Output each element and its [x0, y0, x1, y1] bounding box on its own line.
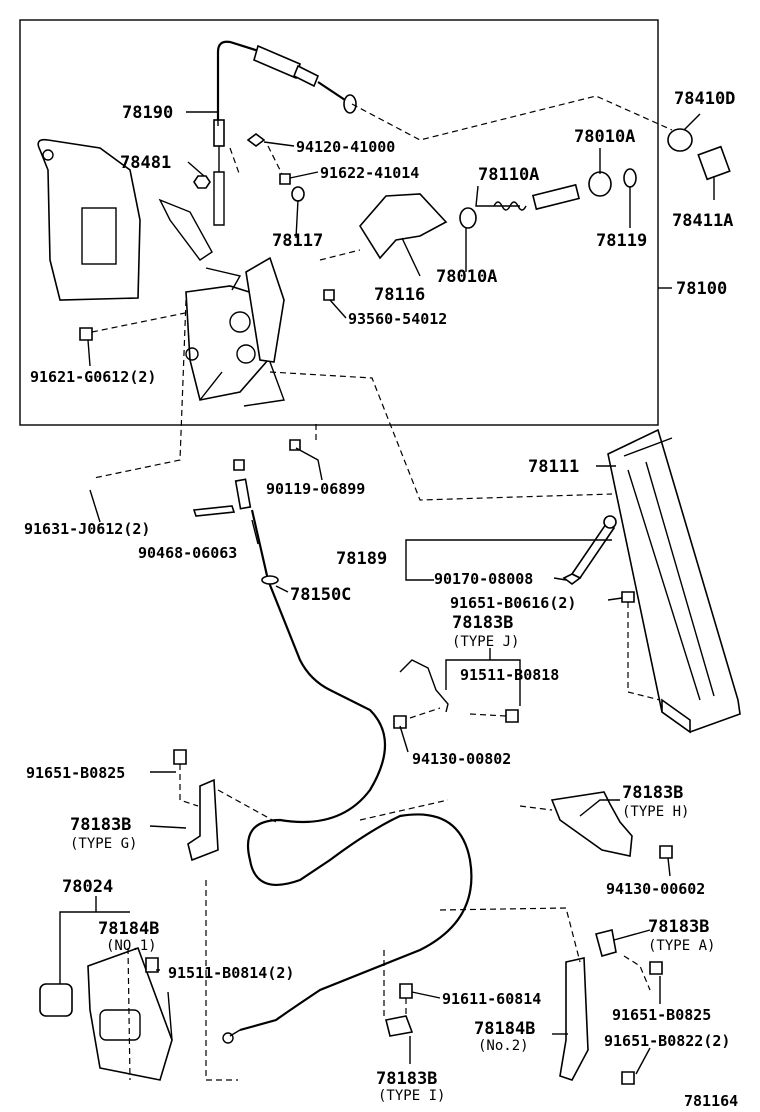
cable-78190-drawing — [213, 40, 357, 226]
label-78183B-type-a: 78183B — [648, 917, 709, 937]
label-91622-41014: 91622-41014 — [320, 164, 419, 182]
label-type-i: (TYPE I) — [378, 1088, 445, 1104]
label-78190: 78190 — [122, 103, 173, 123]
label-type-h: (TYPE H) — [622, 804, 689, 820]
label-78116: 78116 — [374, 285, 425, 305]
label-93560-54012: 93560-54012 — [348, 310, 447, 328]
accelerator-pedal-drawing — [607, 428, 741, 734]
brackets-lower-right-drawing — [383, 907, 663, 1085]
label-78410D: 78410D — [674, 89, 735, 109]
pedal-lever-assembly-drawing — [158, 198, 285, 407]
label-78481: 78481 — [120, 153, 171, 173]
label-no1: (NO.1) — [106, 938, 157, 954]
brackets-g-h-drawing — [173, 749, 673, 862]
label-90119-06899: 90119-06899 — [266, 480, 365, 498]
fasteners-upper-drawing — [79, 133, 335, 341]
label-78183B-type-j: 78183B — [452, 613, 513, 633]
label-no2: (No.2) — [478, 1038, 529, 1054]
reference-lines-upper — [91, 95, 673, 501]
clip-type-j-drawing — [393, 659, 519, 729]
label-78184B-no2: 78184B — [474, 1019, 535, 1039]
label-78411A: 78411A — [672, 211, 733, 231]
label-78189: 78189 — [336, 549, 387, 569]
cable-78150C-drawing — [192, 439, 473, 1044]
leader-lines — [59, 111, 715, 1075]
label-94130-00602: 94130-00602 — [606, 880, 705, 898]
label-type-g: (TYPE G) — [70, 836, 137, 852]
label-type-a: (TYPE A) — [648, 938, 715, 954]
label-91621-G0612: 91621-G0612(2) — [30, 368, 156, 386]
label-78100: 78100 — [676, 279, 727, 299]
label-78024: 78024 — [62, 877, 113, 897]
label-91651-B0822: 91651-B0822(2) — [604, 1032, 730, 1050]
label-78184B-no1: 78184B — [98, 919, 159, 939]
label-78183B-type-i: 78183B — [376, 1069, 437, 1089]
label-94120-41000: 94120-41000 — [296, 138, 395, 156]
label-78111: 78111 — [528, 457, 579, 477]
label-78119: 78119 — [596, 231, 647, 251]
label-78117: 78117 — [272, 231, 323, 251]
label-91651-B0825-right: 91651-B0825 — [612, 1006, 711, 1024]
label-91511-B0814: 91511-B0814(2) — [168, 964, 294, 982]
label-78150C: 78150C — [290, 585, 351, 605]
label-78110A: 78110A — [478, 165, 539, 185]
label-91511-B0818: 91511-B0818 — [460, 666, 559, 684]
bracket-78024-drawing — [39, 880, 238, 1081]
label-91651-B0616: 91651-B0616(2) — [450, 594, 576, 612]
label-91651-B0825-left: 91651-B0825 — [26, 764, 125, 782]
label-78183B-type-h: 78183B — [622, 783, 683, 803]
label-78183B-type-g: 78183B — [70, 815, 131, 835]
assembly-78100-frame — [19, 19, 659, 426]
label-91611-60814: 91611-60814 — [442, 990, 541, 1008]
bracket-cover-drawing — [37, 138, 141, 301]
figure-id: 781164 — [684, 1092, 738, 1110]
spring-bushing-drawing — [359, 128, 731, 260]
label-91631-J0612: 91631-J0612(2) — [24, 520, 150, 538]
label-94130-00802: 94130-00802 — [412, 750, 511, 768]
label-90170-08008: 90170-08008 — [434, 570, 533, 588]
part-labels: 78190 78481 94120-41000 91622-41014 7811… — [24, 89, 738, 1110]
label-90468-06063: 90468-06063 — [138, 544, 237, 562]
label-78010A-top: 78010A — [574, 127, 635, 147]
label-78010A-mid: 78010A — [436, 267, 497, 287]
label-type-j: (TYPE J) — [452, 634, 519, 650]
